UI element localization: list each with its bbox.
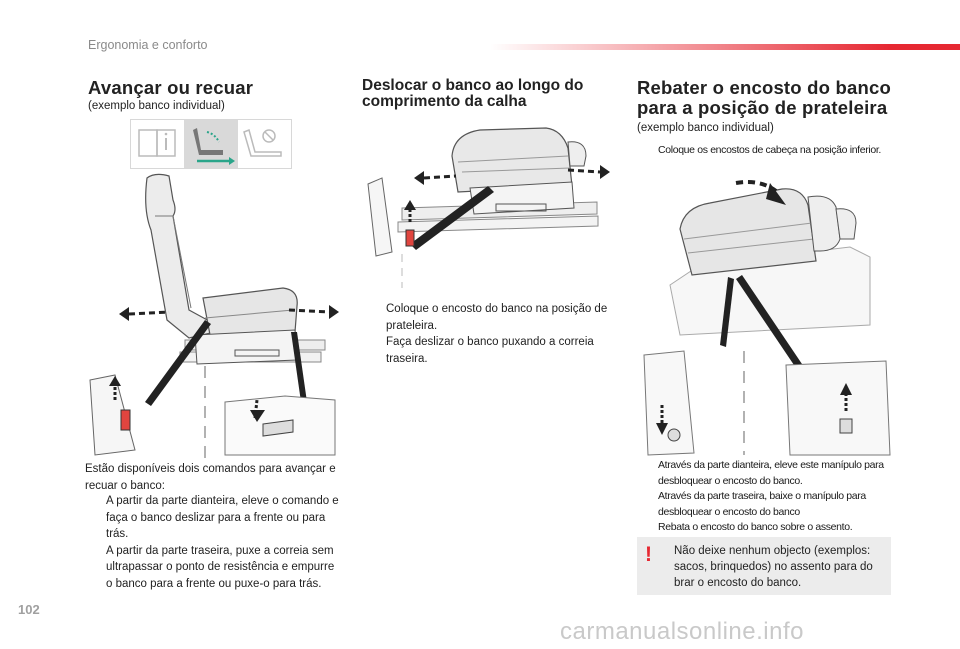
seat-rail-illustration	[362, 122, 624, 290]
col3-title: Rebater o encosto do banco para a posiçã…	[637, 77, 891, 118]
warning-text: Não deixe nenhum objecto (exemplos: saco…	[674, 545, 873, 589]
col2-bullets: Coloque o encosto do banco na posição de…	[365, 301, 621, 367]
warning-icon: !	[645, 543, 652, 566]
book-icon	[138, 129, 176, 157]
list-item: Através da parte traseira, baixe o maníp…	[658, 490, 866, 518]
col1-title: Avançar ou recuar	[88, 77, 254, 98]
watermark: carmanualsonline.info	[560, 618, 804, 645]
col3-bullets: Através da parte dianteira, eleve este m…	[637, 458, 899, 536]
seat-slide-illustration	[85, 170, 345, 460]
section-header: Ergonomia e conforto	[88, 38, 208, 52]
header-accent-bar	[490, 44, 960, 50]
col1-bullets: A partir da parte dianteira, eleve o com…	[85, 493, 341, 592]
icon-strip	[130, 119, 292, 169]
col1-intro: Estão disponíveis dois comandos para ava…	[85, 463, 336, 492]
list-item: Coloque os encostos de cabeça na posição…	[658, 144, 881, 156]
warning-box: ! Não deixe nenhum objecto (exemplos: sa…	[637, 537, 891, 595]
seat-fold-illustration	[640, 165, 892, 457]
list-item: Através da parte dianteira, eleve este m…	[658, 459, 884, 487]
child-seat-icon	[243, 128, 282, 157]
col2-title: Deslocar o banco ao longo do comprimento…	[362, 77, 584, 110]
list-item: A partir da parte dianteira, eleve o com…	[106, 495, 339, 540]
col3-subtitle: (exemplo banco individual)	[637, 122, 774, 134]
seat-adjust-icon	[184, 120, 238, 168]
list-item: Coloque o encosto do banco na posição de…	[386, 303, 608, 332]
list-item: Rebata o encosto do banco sobre o assent…	[658, 521, 853, 533]
col3-top-bullet: Coloque os encostos de cabeça na posição…	[637, 143, 899, 159]
col1-subtitle: (exemplo banco individual)	[88, 100, 225, 112]
list-item: Faça deslizar o banco puxando a correia …	[386, 336, 594, 365]
page-number: 102	[18, 602, 40, 617]
list-item: A partir da parte traseira, puxe a corre…	[106, 544, 335, 590]
